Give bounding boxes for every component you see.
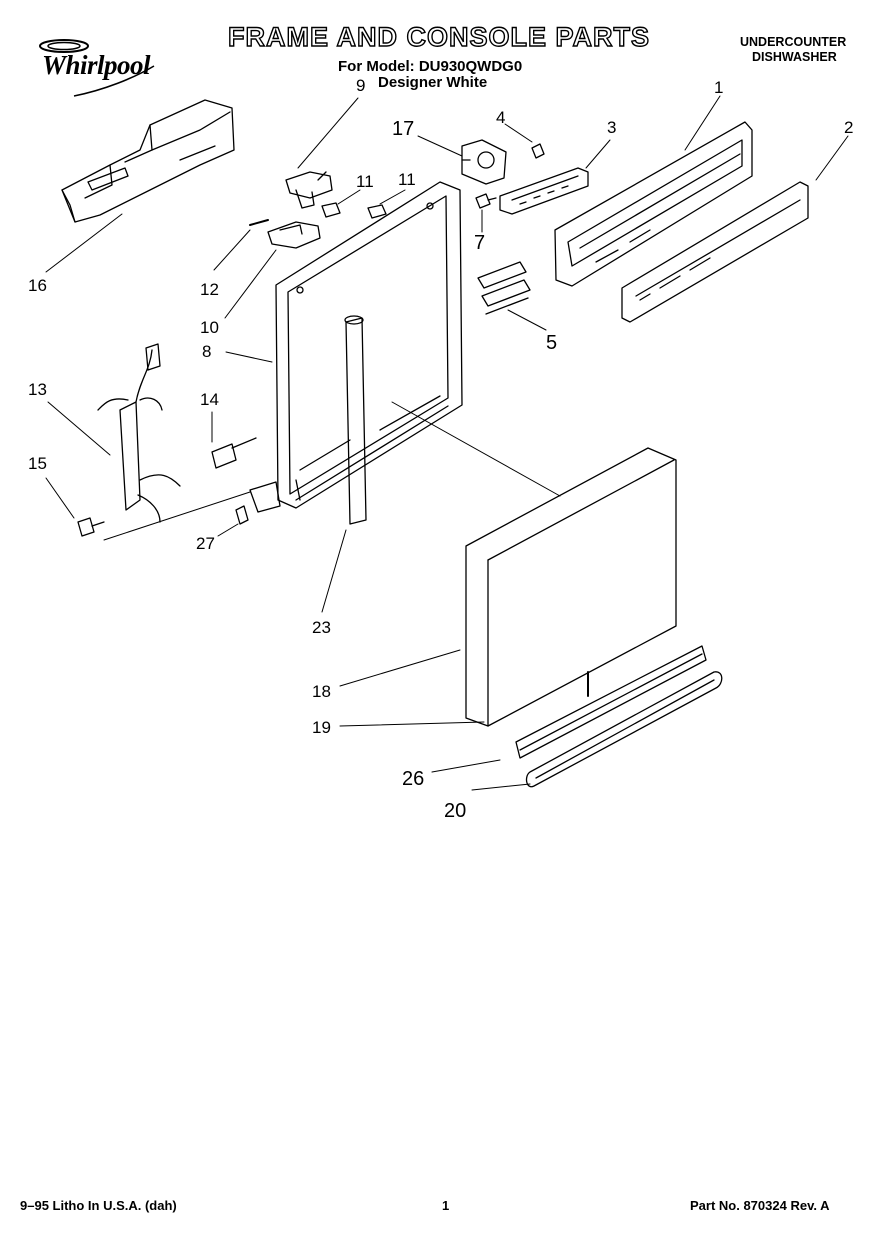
hinge-bracket [249, 481, 281, 513]
appliance-type-line-2: DISHWASHER [752, 50, 837, 64]
part-2-console-trim [621, 181, 809, 323]
page-number: 1 [442, 1198, 450, 1213]
callout-7: 7 [474, 232, 486, 254]
part-27-clip [235, 505, 249, 525]
callout-4: 4 [496, 108, 506, 127]
callout-1: 1 [714, 78, 724, 97]
part-26-trim-strip [515, 645, 707, 759]
part-8-door-frame [275, 181, 463, 509]
part-15-screw [77, 517, 105, 537]
logo-swoosh-icon [39, 39, 155, 97]
page-title: FRAME AND CONSOLE PARTS [227, 21, 651, 52]
callout-14: 14 [200, 390, 219, 409]
callout-16: 16 [28, 276, 47, 295]
part-14-connector [211, 437, 257, 469]
part-20-bottom-trim [525, 671, 723, 788]
callout-3: 3 [607, 118, 617, 137]
callout-26: 26 [402, 768, 425, 790]
callout-9: 9 [356, 76, 366, 95]
part-12-pin [249, 219, 269, 226]
part-11-switch-b [367, 204, 387, 219]
callout-13: 13 [28, 380, 47, 399]
callout-11-a: 11 [356, 172, 374, 191]
callout-17: 17 [392, 118, 415, 140]
part-1-console-panel [554, 121, 753, 287]
color-line: Designer White [378, 74, 488, 91]
part-10-bracket [267, 221, 321, 249]
part-4-clip [531, 143, 545, 159]
callout-10: 10 [200, 318, 219, 337]
callout-20: 20 [444, 800, 467, 822]
callout-5: 5 [546, 332, 558, 354]
whirlpool-logo: Whirlpool [34, 38, 184, 100]
part-3-control-board [499, 167, 589, 215]
callout-27: 27 [196, 534, 215, 553]
part-18-outer-door-panel [465, 447, 677, 727]
part-5-button-set [477, 261, 531, 315]
callout-8: 8 [202, 342, 212, 361]
callout-12: 12 [200, 280, 219, 299]
callout-15: 15 [28, 454, 47, 473]
litho-note: 9–95 Litho In U.S.A. (dah) [20, 1198, 177, 1213]
brand-wordmark: Whirlpool [42, 50, 151, 80]
callout-23: 23 [312, 618, 331, 637]
part-17-control-knob-housing [461, 139, 507, 185]
callout-11-b: 11 [398, 170, 416, 189]
part-23-gasket-tube [344, 315, 367, 525]
part-number: Part No. 870324 Rev. A [690, 1198, 830, 1213]
part-9-switch-bracket [285, 171, 333, 209]
callout-19: 19 [312, 718, 331, 737]
appliance-type-line-1: UNDERCOUNTER [740, 35, 847, 49]
part-7-screw [475, 193, 497, 209]
part-11-switch-a [321, 202, 341, 218]
callout-2: 2 [844, 118, 854, 137]
callout-18: 18 [312, 682, 331, 701]
leader-lines [45, 95, 849, 791]
part-16-top-bracket [61, 99, 235, 223]
model-line: For Model: DU930QWDG0 [338, 58, 523, 75]
part-13-wire-harness [97, 343, 181, 523]
